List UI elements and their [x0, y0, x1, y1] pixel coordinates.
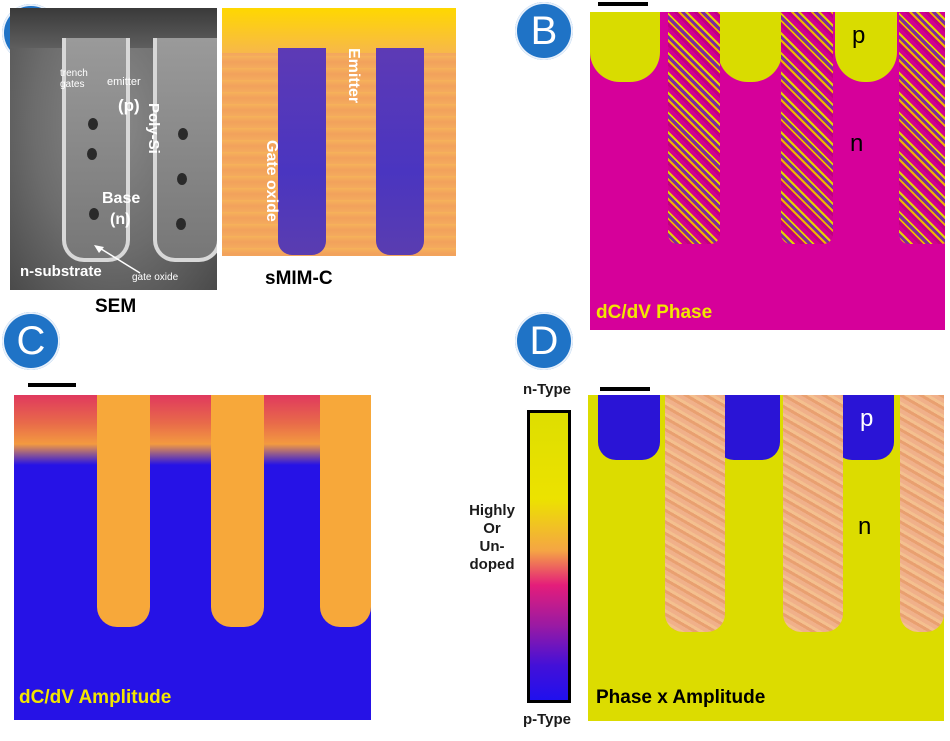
smim-image: Emitter Gate oxide [222, 8, 456, 256]
panel-b-p-region [835, 12, 897, 82]
panel-c-caption: dC/dV Amplitude [19, 687, 172, 708]
panel-b-label-p: p [852, 22, 866, 49]
smim-trench-left [278, 48, 326, 255]
panel-c-trench [211, 395, 264, 627]
panel-b-label-n: n [850, 130, 864, 157]
smim-caption: sMIM-C [265, 268, 333, 289]
panel-b-trench [668, 12, 720, 244]
sem-label-poly-si: Poly-Si [145, 103, 162, 154]
sem-label-trench-gates: trench gates [60, 68, 88, 90]
sem-caption: SEM [95, 296, 137, 317]
sem-void [88, 118, 98, 130]
sem-void [178, 128, 188, 140]
panel-d-trench [900, 395, 944, 632]
panel-c-image: dC/dV Amplitude [14, 395, 371, 720]
panel-b-p-region [590, 12, 660, 82]
sem-trench-left [62, 38, 130, 262]
sem-void [176, 218, 186, 230]
sem-label-n: (n) [110, 211, 131, 228]
scale-bar-d [600, 387, 650, 391]
sem-label-gate-oxide: gate oxide [132, 272, 179, 283]
panel-d-label-n: n [858, 513, 872, 540]
scale-bar-c [28, 383, 76, 387]
panel-d-p-region [598, 395, 660, 460]
panel-d-label-p: p [860, 405, 874, 432]
panel-b-trench [899, 12, 945, 244]
badge-c: C [2, 312, 60, 370]
sem-image: trench gates emitter (p) Poly-Si Base (n… [10, 8, 217, 290]
badge-b: B [515, 2, 573, 60]
smim-trench-right [376, 48, 424, 255]
colorbar [527, 410, 571, 703]
sem-label-base: Base [102, 190, 141, 207]
scale-bar-b [598, 2, 648, 6]
sem-void [89, 208, 99, 220]
colorbar-middle-label: Highly Or Un- doped [469, 502, 515, 573]
panel-d-p-region [716, 395, 780, 460]
panel-c-top-band [14, 395, 371, 465]
sem-label-n-substrate: n-substrate [20, 263, 102, 280]
sem-label-p: (p) [118, 96, 140, 115]
panel-b-p-region [718, 12, 782, 82]
panel-c-trench [97, 395, 150, 627]
sem-void [87, 148, 97, 160]
panel-d-trench [783, 395, 843, 632]
sem-void [177, 173, 187, 185]
smim-label-gate-oxide: Gate oxide [263, 140, 280, 222]
sem-arrow [94, 245, 141, 274]
panel-b-trench [781, 12, 833, 244]
badge-d: D [515, 312, 573, 370]
panel-d-p-region [834, 395, 894, 460]
panel-b-image: p n dC/dV Phase [590, 12, 945, 330]
sem-label-emitter: emitter [107, 76, 141, 88]
panel-d-caption: Phase x Amplitude [596, 687, 766, 708]
smim-emitter-band [222, 8, 456, 53]
panel-d-image: p n Phase x Amplitude [588, 395, 944, 721]
colorbar-top-label: n-Type [522, 381, 572, 398]
colorbar-bottom-label: p-Type [522, 711, 572, 728]
panel-c-trench [320, 395, 371, 627]
sem-trench-right [153, 38, 217, 262]
panel-b-caption: dC/dV Phase [596, 302, 713, 323]
smim-label-emitter: Emitter [345, 48, 362, 104]
panel-d-trench [665, 395, 725, 632]
